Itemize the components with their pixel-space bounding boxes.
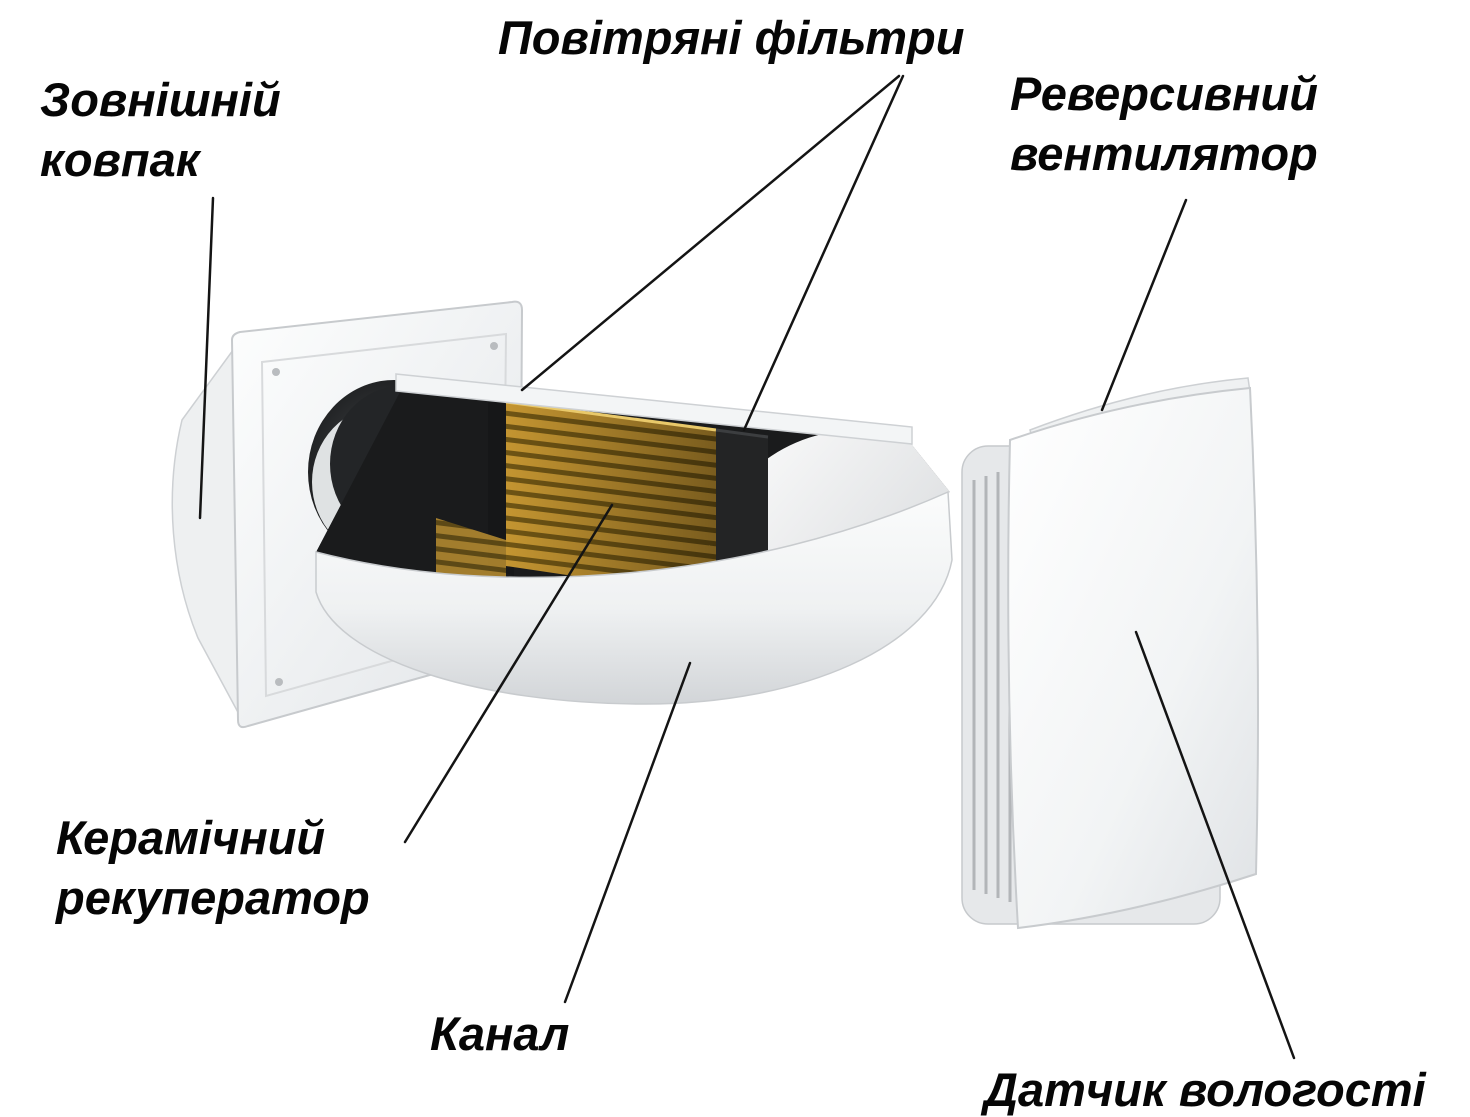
- leader-line-duct: [563, 661, 692, 1004]
- indoor-unit: [961, 377, 1259, 930]
- ceramic-core-top-edge: [505, 400, 717, 432]
- channel-lid: [395, 373, 913, 445]
- leader-line-air-filter-left: [520, 74, 901, 392]
- leader-line-humidity-sensor: [1134, 630, 1296, 1060]
- label-reversible-fan: Реверсивний вентилятор: [1010, 67, 1318, 181]
- channel-shell: [315, 490, 953, 705]
- label-air-filters: Повітряні фільтри: [498, 11, 965, 64]
- indoor-front-cover: [1007, 386, 1259, 930]
- leader-line-air-filter-right: [742, 74, 905, 432]
- screw: [490, 342, 498, 350]
- screw: [275, 678, 283, 686]
- ceramic-core-shading: [506, 402, 716, 578]
- leader-lines: [198, 74, 1296, 1060]
- leader-line-reversible-fan: [1100, 198, 1188, 412]
- outdoor-hood-cowl: [171, 343, 241, 717]
- label-ceramic-recuperator: Керамічний рекуператор: [56, 811, 370, 925]
- air-filter-right-edge: [715, 428, 769, 439]
- label-duct: Канал: [430, 1007, 570, 1060]
- leader-line-external-hood: [198, 196, 215, 520]
- label-humidity-sensor: Датчик вологості: [984, 1063, 1426, 1116]
- label-external-hood: Зовнішній ковпак: [40, 73, 281, 187]
- core-bottom-stripes: [436, 518, 506, 578]
- leader-line-ceramic-recuperator: [403, 503, 614, 844]
- screw: [272, 368, 280, 376]
